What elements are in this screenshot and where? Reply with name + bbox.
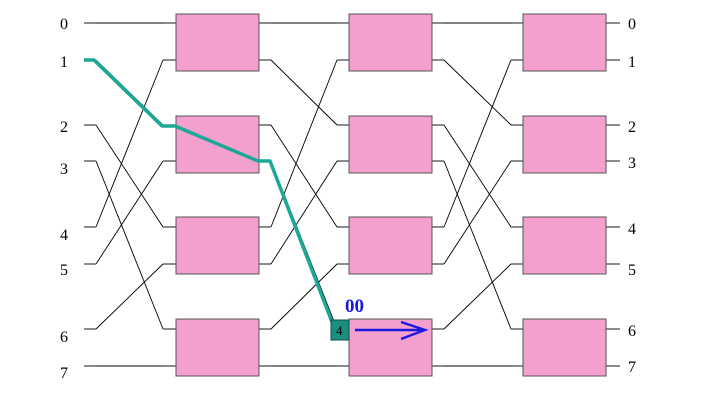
packet-tag: 4 [330, 319, 350, 341]
wire-interstage [443, 59, 512, 126]
input-label-6: 6 [60, 329, 68, 346]
network-wires [84, 22, 620, 367]
wire-interstage [443, 160, 512, 265]
wire-input-shuffle [95, 263, 164, 330]
routing-bits-label: 00 [345, 296, 364, 317]
wire-interstage [270, 263, 338, 330]
wire-interstage [443, 124, 512, 228]
switch-boxes [175, 13, 607, 377]
wire-interstage [443, 59, 512, 228]
wire-input-shuffle [95, 124, 164, 228]
output-label-1: 1 [628, 54, 636, 71]
switch-box [348, 216, 433, 275]
switch-box [522, 318, 607, 377]
wire-interstage [443, 263, 512, 330]
wire-input-shuffle [95, 160, 164, 330]
switch-box [522, 115, 607, 174]
input-label-3: 3 [60, 161, 68, 178]
wire-input-shuffle [95, 160, 164, 265]
output-label-2: 2 [628, 119, 636, 136]
output-label-4: 4 [628, 221, 636, 238]
output-labels: 0 1 2 3 4 5 6 7 [628, 16, 636, 376]
wire-interstage [270, 160, 338, 265]
output-label-0: 0 [628, 16, 636, 33]
wire-interstage [443, 160, 512, 330]
wire-interstage [270, 59, 338, 228]
switch-box [175, 13, 260, 72]
switch-box [175, 216, 260, 275]
output-label-7: 7 [628, 359, 636, 376]
input-label-2: 2 [60, 119, 68, 136]
forward-arrow-icon [355, 320, 429, 341]
packet-tag-label: 4 [336, 323, 343, 338]
output-label-5: 5 [628, 262, 636, 279]
input-labels: 0 1 2 3 4 5 6 7 [60, 16, 68, 382]
input-label-5: 5 [60, 262, 68, 279]
switch-box [522, 13, 607, 72]
output-label-6: 6 [628, 323, 636, 340]
wire-interstage [270, 124, 338, 228]
input-label-4: 4 [60, 227, 68, 244]
switch-box [175, 318, 260, 377]
wire-input-shuffle [95, 59, 164, 228]
switch-box [348, 13, 433, 72]
input-label-7: 7 [60, 365, 68, 382]
input-label-1: 1 [60, 54, 68, 71]
wire-interstage [270, 59, 338, 126]
switch-box [522, 216, 607, 275]
output-label-3: 3 [628, 155, 636, 172]
switch-box [348, 115, 433, 174]
highlighted-route [84, 58, 334, 323]
input-label-0: 0 [60, 16, 68, 33]
